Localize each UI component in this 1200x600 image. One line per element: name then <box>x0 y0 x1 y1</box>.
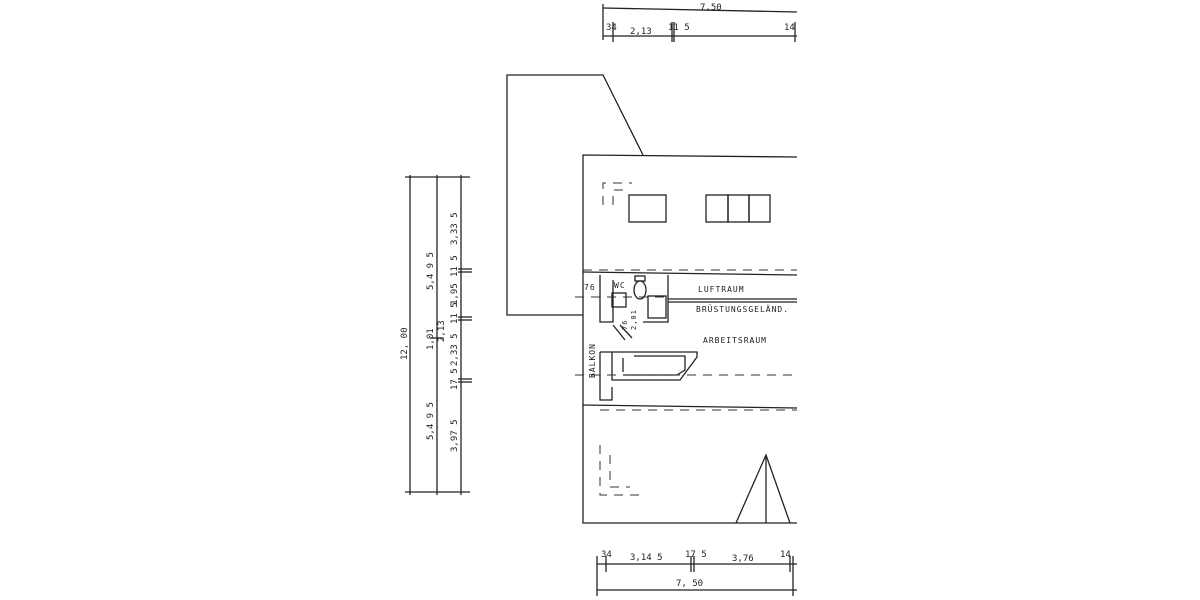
left-dimension-lines: 12, 00 5,4 9 5 1,01 5,4 9 5 3,33 5 11 5 … <box>400 175 472 495</box>
dim-label: 76 <box>621 320 629 330</box>
dim-label: 1,01 <box>426 328 436 350</box>
room-label-brustungsgelaender: BRÜSTUNGSGELÄND. <box>696 304 789 314</box>
room-label-wc: WC <box>614 281 626 290</box>
room-label-balkon: BALKON <box>588 343 597 378</box>
dim-label: 11 5 <box>450 255 460 277</box>
dim-label: 5,4 9 5 <box>426 402 436 440</box>
room-label-arbeitsraum: ARBEITSRAUM <box>703 336 767 345</box>
dim-label: 76 <box>584 283 596 292</box>
dim-label: 14 <box>784 23 795 33</box>
dim-label: 17 5 <box>450 368 460 390</box>
dim-label: 3,33 5 <box>450 212 460 245</box>
dim-total-bottom: 7, 50 <box>676 579 703 589</box>
dim-label: 11 5 <box>450 302 460 324</box>
building-outline <box>506 74 798 524</box>
dim-label: 17 5 <box>685 550 707 560</box>
top-dimension-lines: 7,50 34 2,13 11 5 14 <box>602 3 798 42</box>
dim-label: 11 5 <box>668 23 690 33</box>
dim-label: 14 <box>780 550 791 560</box>
dim-label: 3,76 <box>732 554 754 564</box>
dim-label: 2,33 5 <box>450 333 460 366</box>
dim-label: 3,97 5 <box>450 419 460 452</box>
dim-label: 3,14 5 <box>630 553 663 563</box>
dim-total-left: 12, 00 <box>400 327 410 360</box>
dim-label: 2,13 <box>437 320 447 342</box>
dim-total-top: 7,50 <box>700 3 722 13</box>
dim-label: 5,4 9 5 <box>426 252 436 290</box>
dim-label: 34 <box>601 550 612 560</box>
floor-section <box>575 269 798 411</box>
room-label-luftraum: LUFTRAUM <box>698 285 745 294</box>
dim-label: 1,95 <box>450 283 460 305</box>
dim-label: 34 <box>606 23 617 33</box>
dim-label: 2,01 <box>630 309 638 330</box>
dim-label: 2,13 <box>630 27 652 37</box>
bottom-dimension-lines: 34 3,14 5 17 5 3,76 14 7, 50 <box>596 550 797 596</box>
